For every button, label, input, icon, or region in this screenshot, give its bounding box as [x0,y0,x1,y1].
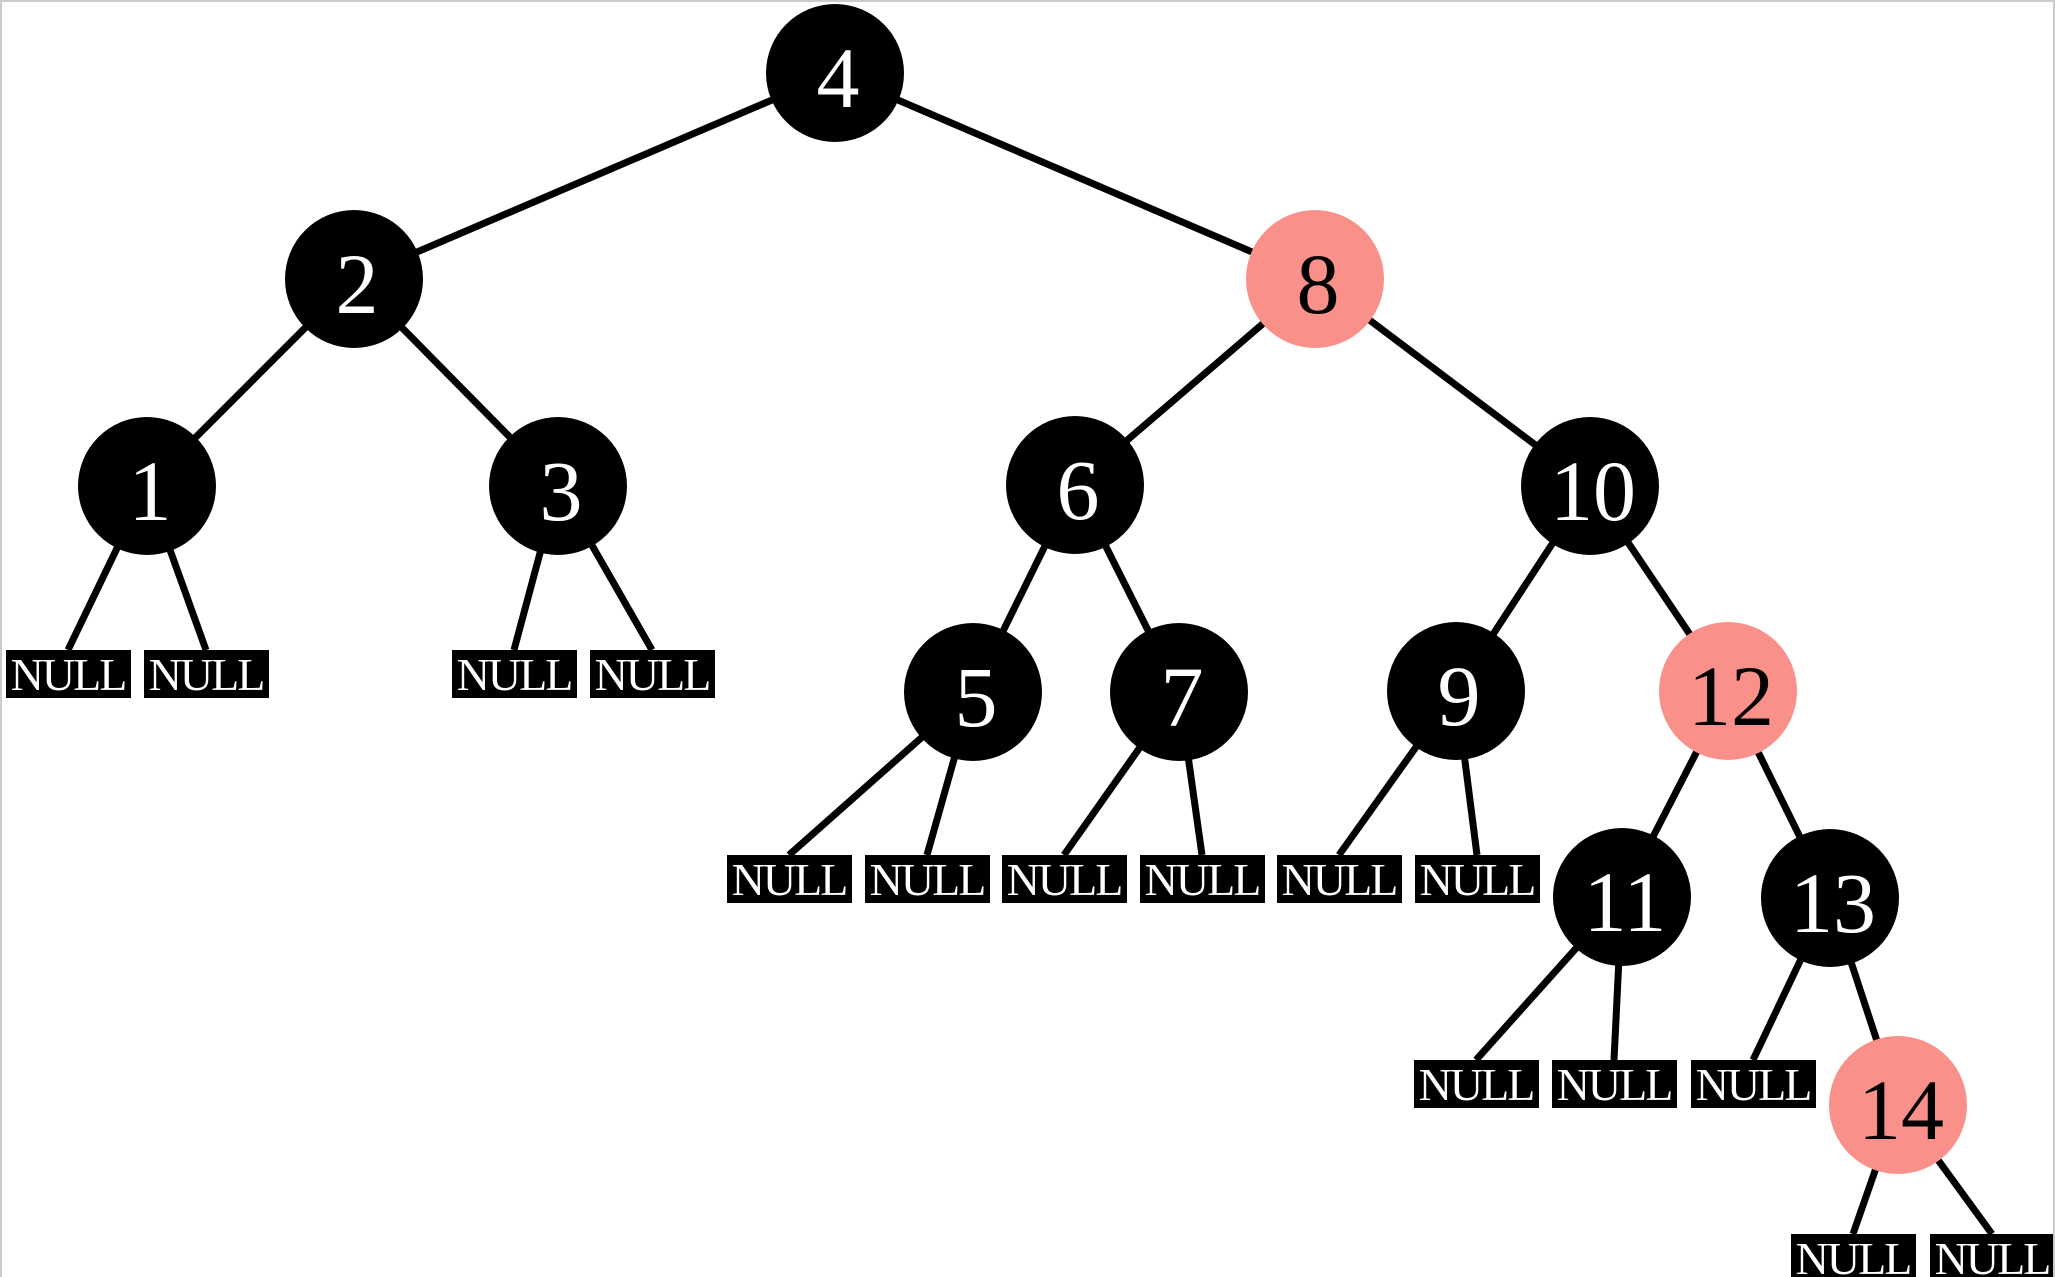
null-leaf-n9R: NULL [1414,854,1540,905]
edge-4-8 [833,69,1317,283]
tree-node-value: 5 [954,649,998,745]
null-leaf-label: NULL [1006,854,1124,905]
tree-node-3: 3 [489,417,627,555]
null-leaf-n1R: NULL [143,649,269,700]
tree-node-value: 10 [1550,443,1636,539]
edge-4-2 [352,69,837,283]
tree-node-value: 11 [1583,854,1667,950]
tree-node-7: 7 [1110,623,1248,761]
tree-node-6: 6 [1006,416,1144,554]
null-leaf-label: NULL [1934,1233,2052,1277]
null-leaf-label: NULL [1556,1059,1674,1110]
tree-node-9: 9 [1387,622,1525,760]
null-leaf-label: NULL [10,649,128,700]
null-leaf-label: NULL [148,649,266,700]
tree-node-5: 5 [904,623,1042,761]
tree-node-value: 6 [1056,442,1100,538]
tree-node-value: 1 [128,443,172,539]
null-leaf-n13L: NULL [1690,1059,1816,1110]
tree-node-8: 8 [1246,210,1384,348]
tree-node-value: 14 [1858,1062,1944,1158]
null-leaf-label: NULL [1418,1059,1536,1110]
tree-node-value: 2 [335,236,379,332]
null-leaf-n3L: NULL [451,649,577,700]
tree-node-11: 11 [1553,828,1691,966]
null-leaf-n14R: NULL [1929,1233,2053,1277]
null-leaf-label: NULL [456,649,574,700]
null-leaf-n11R: NULL [1551,1059,1677,1110]
tree-node-value: 9 [1437,648,1481,744]
null-leaf-label: NULL [731,854,849,905]
tree-node-14: 14 [1829,1036,1967,1174]
tree-node-value: 12 [1688,648,1774,744]
tree-node-value: 4 [816,30,860,126]
tree-node-12: 12 [1659,622,1797,760]
tree-node-value: 8 [1296,236,1340,332]
null-leaf-n3R: NULL [589,649,715,700]
null-leaf-n14L: NULL [1790,1233,1916,1277]
tree-node-13: 13 [1761,829,1899,967]
null-leaf-n9L: NULL [1276,854,1402,905]
null-leaf-n7R: NULL [1139,854,1265,905]
tree-node-value: 3 [539,443,583,539]
null-leaf-label: NULL [1695,1059,1813,1110]
tree-node-value: 7 [1160,649,1204,745]
null-leaf-n11L: NULL [1413,1059,1539,1110]
tree-node-2: 2 [285,210,423,348]
tree-node-value: 13 [1790,855,1876,951]
null-leaf-n7L: NULL [1001,854,1127,905]
null-leaf-n1L: NULL [5,649,131,700]
tree-node-1: 1 [78,417,216,555]
null-leaf-n5L: NULL [726,854,852,905]
null-leaf-label: NULL [1281,854,1399,905]
null-leaf-label: NULL [1795,1233,1913,1277]
tree-node-4: 4 [766,4,904,142]
null-leaf-label: NULL [869,854,987,905]
null-leaf-label: NULL [1144,854,1262,905]
null-leaf-label: NULL [594,649,712,700]
null-leaf-n5R: NULL [864,854,990,905]
tree-node-10: 10 [1521,417,1659,555]
null-leaf-label: NULL [1419,854,1537,905]
